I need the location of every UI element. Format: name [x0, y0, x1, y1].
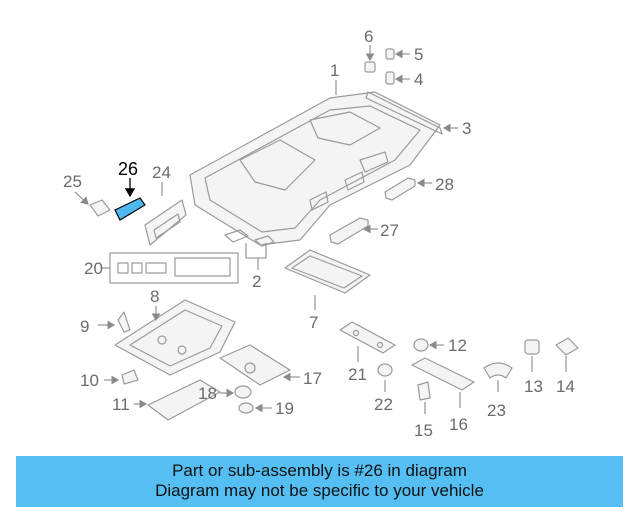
part-cover-23 — [483, 362, 513, 379]
label-1: 1 — [330, 61, 339, 80]
part-trim-16 — [411, 357, 475, 391]
part-pad-17 — [219, 344, 291, 386]
label-2: 2 — [252, 272, 261, 291]
part-clip-5 — [385, 48, 395, 60]
part-clip-12 — [413, 338, 429, 352]
part-console-20 — [109, 252, 239, 284]
label-14: 14 — [556, 377, 575, 396]
label-24: 24 — [152, 163, 171, 182]
label-15: 15 — [414, 421, 433, 440]
part-cap-19 — [238, 402, 254, 414]
label-17: 17 — [303, 369, 322, 388]
part-bracket-21 — [339, 321, 396, 354]
part-lens-11 — [147, 379, 221, 421]
part-cap-22 — [377, 363, 393, 377]
label-5: 5 — [414, 45, 423, 64]
leader-25 — [74, 191, 89, 205]
label-26: 26 — [118, 159, 138, 179]
part-headliner — [189, 91, 443, 246]
leader-2 — [245, 243, 267, 259]
label-22: 22 — [374, 395, 393, 414]
label-13: 13 — [524, 377, 543, 396]
label-27: 27 — [380, 221, 399, 240]
part-lamp-10 — [121, 369, 139, 385]
label-4: 4 — [414, 70, 423, 89]
part-visor-bracket-25 — [89, 199, 111, 217]
label-25: 25 — [63, 172, 82, 191]
label-18: 18 — [198, 384, 217, 403]
part-sun-visor-24 — [144, 199, 187, 246]
label-10: 10 — [80, 371, 99, 390]
part-clip-15 — [417, 381, 431, 401]
label-6: 6 — [364, 27, 373, 46]
part-overhead-console-8 — [114, 299, 236, 376]
label-20: 20 — [84, 259, 103, 278]
banner-line-2: Diagram may not be specific to your vehi… — [155, 481, 484, 500]
part-clip-14 — [555, 337, 579, 356]
label-28: 28 — [435, 175, 454, 194]
label-21: 21 — [348, 365, 367, 384]
part-grip-handle-28 — [384, 177, 416, 201]
part-sunroof-shade-7 — [284, 249, 371, 294]
label-19: 19 — [275, 399, 294, 418]
label-16: 16 — [449, 415, 468, 434]
part-clip-6 — [364, 61, 376, 73]
label-12: 12 — [448, 336, 467, 355]
part-vanity-mirror-26 — [114, 197, 146, 221]
info-banner: Part or sub-assembly is #26 in diagram D… — [16, 456, 623, 507]
parts-diagram: 1 3 6 5 4 28 27 2 7 — [63, 27, 579, 440]
label-9: 9 — [80, 317, 89, 336]
part-clip-9 — [117, 311, 131, 333]
part-clip-4 — [385, 71, 395, 85]
label-23: 23 — [487, 401, 506, 420]
label-7: 7 — [309, 313, 318, 332]
label-3: 3 — [462, 119, 471, 138]
part-lamp-socket-13 — [524, 339, 540, 355]
label-8: 8 — [150, 287, 159, 306]
label-11: 11 — [112, 395, 130, 414]
part-grommet-18 — [234, 385, 252, 399]
part-brackets-2 — [224, 229, 275, 247]
part-grip-handle-27 — [329, 217, 369, 245]
banner-line-1: Part or sub-assembly is #26 in diagram — [172, 461, 467, 480]
